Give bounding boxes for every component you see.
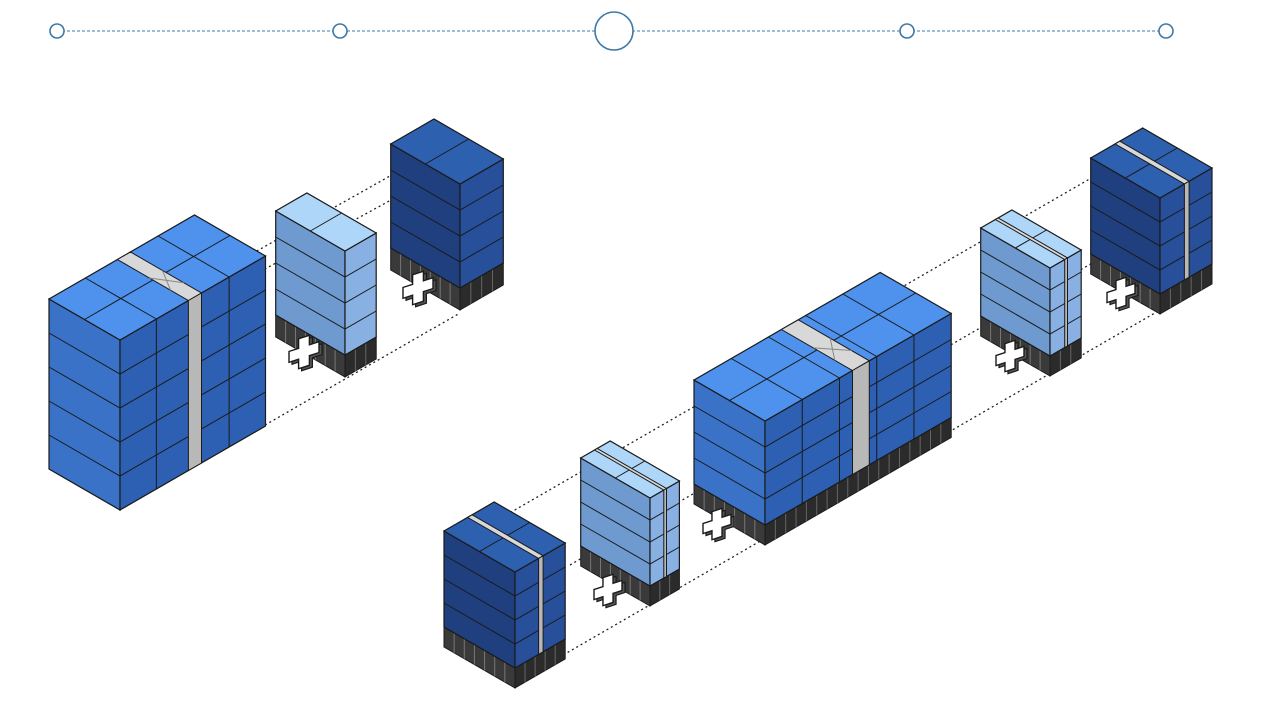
strap-side [852,359,870,476]
box-layer-line [1090,229,1213,271]
box-layer-line [1090,205,1213,247]
left-part-navy [389,118,505,311]
left-result-load [47,214,267,512]
timeline-step-2 [332,23,348,39]
timeline-step-4 [899,23,915,39]
strap-side [1183,180,1190,281]
strap-side [663,487,667,579]
right-result-load [692,271,953,546]
plus-right-1 [593,573,626,609]
plus-left-1 [288,334,323,372]
right-part-navy-1 [442,501,567,689]
box-layer-line [443,578,566,621]
box-top-seam [425,138,469,165]
box-layer-line [443,554,566,597]
left-assembly [47,118,505,512]
box-layer-line [980,249,1082,291]
box-layer-line [580,523,680,565]
box-layer-line [980,271,1082,313]
right-part-pale-1 [579,440,681,607]
box-layer-line [980,293,1082,335]
plus-icon [593,573,623,607]
right-part-navy-2 [1089,127,1214,315]
box-layer-line [580,479,680,521]
plus-left-2 [402,270,437,308]
plus-icon [288,334,320,370]
plus-right-3 [995,339,1028,375]
tape-x-mark [149,277,184,284]
box-layer-line [693,339,952,448]
box-layer-line [275,236,377,278]
tape-x-mark [813,347,852,352]
box-layer-line [390,221,504,263]
box-top-seam [310,212,342,232]
right-assembly [442,127,1214,689]
plus-right-4 [1106,276,1139,312]
timeline-step-5 [1158,23,1174,39]
plus-icon [702,507,732,541]
box-layer-line [390,195,504,237]
timeline-step-1 [49,23,65,39]
box-layer-line [443,602,566,645]
strap-side [187,292,202,472]
right-part-pale-2 [979,209,1083,377]
plus-icon [1106,276,1136,310]
strap-side [1064,257,1068,349]
left-part-pale [274,192,378,378]
plus-right-2 [702,507,735,543]
plus-icon [995,339,1025,373]
box-layer-line [580,501,680,543]
box-layer-line [275,262,377,304]
box-layer-line [48,391,266,477]
box-layer-line [1090,181,1213,223]
strap-side [538,554,544,656]
box-layer-line [693,391,952,500]
timeline-step-3 [594,11,634,51]
box-layer-line [48,323,266,409]
box-layer-line [48,357,266,443]
box-layer-line [390,169,504,211]
box-layer-line [275,288,377,330]
box-layer-line [693,365,952,474]
progress-timeline [49,11,1174,51]
plus-icon [402,270,434,306]
box-layer-line [48,289,266,375]
